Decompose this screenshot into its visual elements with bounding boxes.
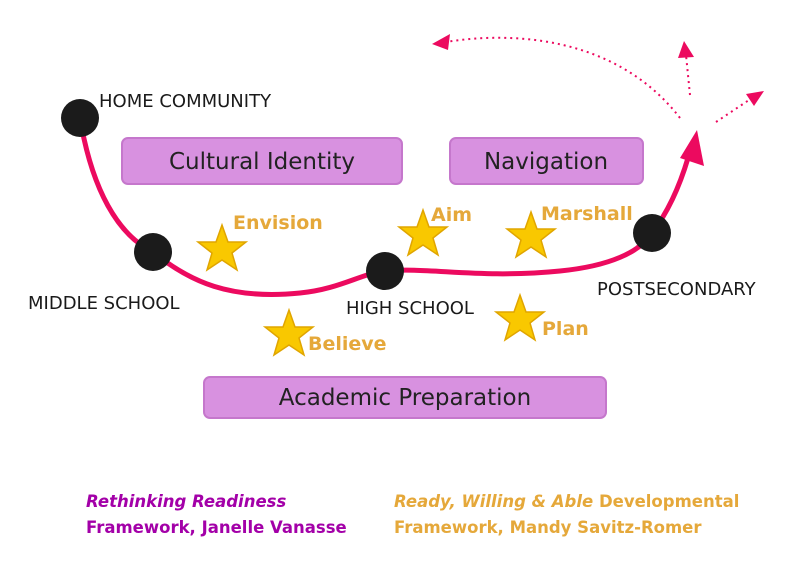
star-label: Envision <box>233 212 323 234</box>
box-academic-preparation: Academic Preparation <box>203 376 607 419</box>
stage-label: MIDDLE SCHOOL <box>28 293 180 314</box>
arrowhead-icon <box>432 34 450 50</box>
star-label: Believe <box>308 333 387 355</box>
box-cultural-identity: Cultural Identity <box>121 137 403 185</box>
box-label: Cultural Identity <box>169 149 355 175</box>
caption-rethinking-readiness: Rethinking Readiness Framework, Janelle … <box>86 489 347 541</box>
star-label: Aim <box>431 204 472 226</box>
caption-rest: Developmental <box>593 492 740 511</box>
pathway-arrowhead <box>680 130 704 166</box>
caption-title: Ready, Willing & Able <box>394 492 594 511</box>
arrowhead-icon <box>678 41 694 58</box>
node-home-community <box>61 99 99 137</box>
box-label: Academic Preparation <box>279 385 531 411</box>
star-icon <box>264 309 314 356</box>
caption-ready-willing-able: Ready, Willing & Able Developmental Fram… <box>394 489 739 541</box>
caption-line: Framework, Mandy Savitz-Romer <box>394 518 702 537</box>
node-middle-school <box>134 233 172 271</box>
box-label: Navigation <box>484 149 608 175</box>
node-high-school <box>366 252 404 290</box>
star-label: Plan <box>542 318 589 340</box>
node-postsecondary <box>633 214 671 252</box>
stage-label: POSTSECONDARY <box>597 279 757 300</box>
arrowhead-icon <box>746 91 764 106</box>
box-navigation: Navigation <box>449 137 644 185</box>
caption-line: Framework, Janelle Vanasse <box>86 518 347 537</box>
star-label: Marshall <box>541 203 633 225</box>
caption-title: Rethinking Readiness <box>86 492 287 511</box>
stage-label: HIGH SCHOOL <box>346 298 474 319</box>
stage-label: HOME COMMUNITY <box>99 91 272 112</box>
future-arrows <box>445 36 753 123</box>
star-icon <box>495 294 545 341</box>
